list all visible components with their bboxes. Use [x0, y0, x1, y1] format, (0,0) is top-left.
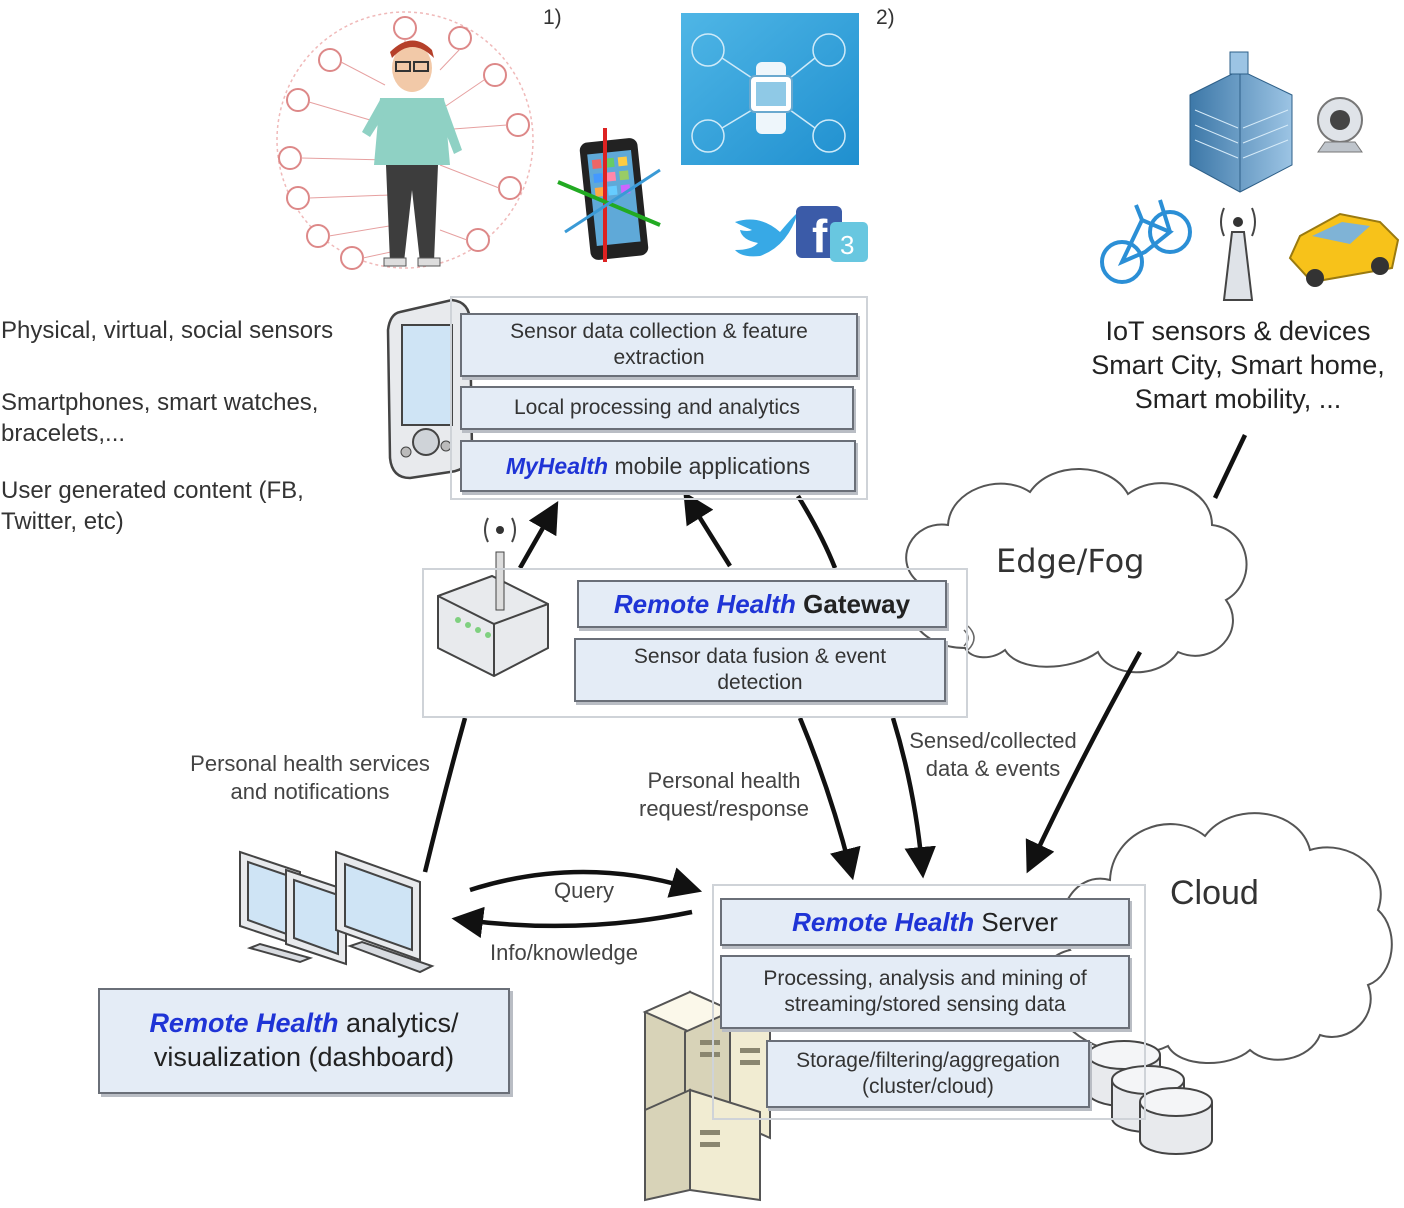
monitors-illustration — [239, 850, 435, 974]
label-sensed-line2: data & events — [925, 756, 1061, 781]
gateway-word: Gateway — [795, 588, 911, 619]
myhealth-apps-label: mobile applications — [608, 452, 811, 479]
label-content-line1: User generated content (FB, — [1, 477, 304, 504]
label-info-knowledge: Info/knowledge — [490, 940, 638, 965]
smartphone-axes-illustration — [557, 128, 661, 262]
gateway-panel — [422, 568, 968, 718]
sensor-fusion-line2: detection — [717, 671, 803, 694]
label-iot-line2: Smart City, Smart home, — [1091, 350, 1385, 380]
label-content-line2: Twitter, etc) — [1, 508, 124, 535]
dashboard-brand: Remote Health — [149, 1008, 339, 1039]
gateway-title-box: Remote Health Gateway — [577, 580, 947, 628]
svg-text:f: f — [812, 210, 828, 262]
iot-webcam-icon — [1317, 97, 1363, 153]
figure-number-1: 1) — [543, 6, 562, 29]
local-processing-box: Local processing and analytics — [460, 386, 854, 430]
local-processing-label: Local processing and analytics — [513, 395, 800, 419]
wearables-person-illustration — [276, 11, 534, 270]
gateway-brand: Remote Health — [613, 588, 796, 619]
sensor-collection-line1: Sensor data collection & feature — [510, 319, 808, 343]
processing-line1: Processing, analysis and mining of — [763, 966, 1087, 990]
label-sensors: Physical, virtual, social sensors — [1, 317, 334, 344]
label-services-line2: and notifications — [230, 779, 390, 804]
arrow-info-knowledge — [451, 906, 693, 939]
iot-bicycle-icon — [1100, 199, 1192, 284]
storage-line1: Storage/filtering/aggregation — [796, 1048, 1060, 1072]
mobile-app-panel — [450, 296, 868, 500]
server-brand: Remote Health — [792, 906, 975, 937]
label-devices-line1: Smartphones, smart watches, — [1, 389, 319, 416]
figure-number-2: 2) — [876, 6, 895, 29]
edge-fog-cloud — [905, 468, 1248, 674]
dashboard-line1: analytics/ — [338, 1008, 459, 1039]
iot-building-icon — [1189, 51, 1293, 193]
line-mobile-to-cloud — [796, 494, 838, 569]
server-panel — [712, 884, 1146, 1120]
sensor-fusion-box: Sensor data fusion & event detection — [574, 638, 946, 702]
wifi-signal-icon — [963, 625, 975, 651]
sensor-collection-box: Sensor data collection & feature extract… — [460, 313, 858, 377]
dashboard-box: Remote Health analytics/ visualization (… — [98, 988, 510, 1094]
label-request-line2: request/response — [639, 796, 809, 821]
arrow-query — [469, 867, 703, 898]
sensor-collection-line2: extraction — [613, 346, 705, 369]
myhealth-apps-box: MyHealth mobile applications — [460, 440, 856, 492]
server-title-box: Remote Health Server — [720, 898, 1130, 946]
arrow-edge-to-server — [1025, 650, 1142, 874]
arrow-gateway-to-mobile-left — [518, 501, 559, 570]
arrow-gateway-to-mobile-right — [683, 491, 732, 568]
processing-analysis-box: Processing, analysis and mining of strea… — [720, 955, 1130, 1029]
flow-arrows — [422, 434, 1248, 939]
edge-fog-label: Edge/Fog — [996, 542, 1145, 580]
arrow-gateway-to-server-1 — [797, 717, 861, 881]
social-media-icons: f 3 — [735, 206, 868, 262]
server-rack-illustration — [642, 990, 771, 1202]
arrow-gateway-to-server-2 — [890, 717, 936, 879]
svg-text:3: 3 — [840, 230, 854, 260]
dashboard-line2: visualization (dashboard) — [153, 1042, 455, 1072]
storage-filtering-box: Storage/filtering/aggregation (cluster/c… — [766, 1040, 1090, 1108]
sensor-fusion-line1: Sensor data fusion & event — [633, 644, 887, 668]
iot-car-icon — [1288, 212, 1400, 287]
myhealth-brand: MyHealth — [505, 452, 609, 479]
processing-line2: streaming/stored sensing data — [784, 993, 1066, 1016]
label-sensed-line1: Sensed/collected — [909, 728, 1077, 753]
server-word: Server — [974, 906, 1058, 937]
cloud-label: Cloud — [1170, 874, 1259, 912]
label-iot-line1: IoT sensors & devices — [1105, 316, 1371, 346]
smartwatch-illustration — [681, 13, 859, 165]
label-devices-line2: bracelets,... — [1, 420, 126, 447]
line-iot-to-edge — [1212, 434, 1248, 499]
label-query: Query — [554, 878, 614, 903]
label-request-line1: Personal health — [647, 768, 801, 793]
label-services-line1: Personal health services — [190, 751, 430, 776]
label-iot-line3: Smart mobility, ... — [1134, 384, 1342, 414]
line-dashboard-to-gateway — [422, 717, 468, 873]
storage-line2: (cluster/cloud) — [862, 1075, 994, 1098]
iot-antenna-icon — [1220, 207, 1256, 301]
router-illustration — [437, 517, 549, 678]
